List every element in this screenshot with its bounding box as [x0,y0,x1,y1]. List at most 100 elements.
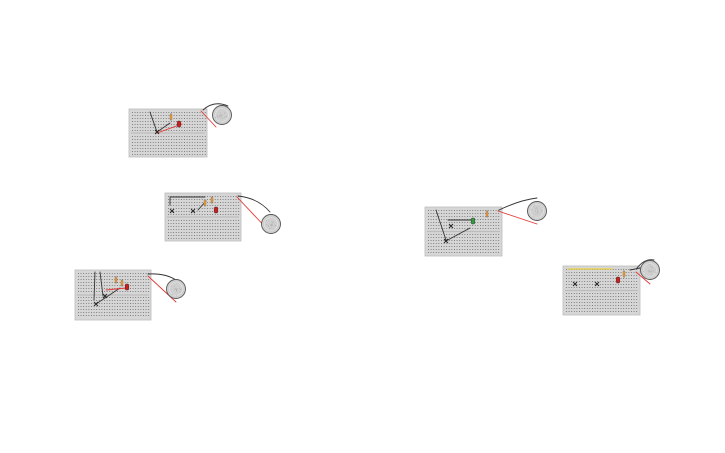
breadboard-hole [582,284,583,285]
breadboard-hole [610,305,611,306]
breadboard-hole [163,151,164,152]
breadboard-hole [168,142,169,143]
breadboard-hole [470,210,471,211]
wire-black[interactable] [148,274,176,280]
breadboard-hole [454,243,455,244]
breadboard-hole [454,216,455,217]
breadboard-hole [200,130,201,131]
breadboard-hole [161,124,162,125]
breadboard-hole [225,235,226,236]
breadboard-hole [143,303,144,304]
led-red[interactable] [177,121,181,127]
breadboard-hole [493,216,494,217]
breadboard-hole [220,196,221,197]
breadboard-hole [107,306,108,307]
battery-texture [269,228,270,229]
breadboard-hole [610,311,611,312]
led-red[interactable] [214,207,218,213]
breadboard-hole [212,223,213,224]
breadboard-hole [605,278,606,279]
breadboard-hole [104,273,105,274]
circuit-2[interactable] [165,193,281,241]
circuit-3[interactable] [75,270,186,320]
breadboard-hole [202,223,203,224]
breadboard-hole [485,252,486,253]
breadboard-hole [194,154,195,155]
coin-cell-battery[interactable] [213,106,232,125]
breadboard-hole [613,308,614,309]
breadboard-hole [101,279,102,280]
breadboard-hole [225,238,226,239]
circuit-4[interactable] [425,198,547,256]
breadboard-hole [587,272,588,273]
breadboard-hole [631,296,632,297]
breadboard-hole [197,232,198,233]
breadboard-hole [574,302,575,303]
circuit-5[interactable] [563,260,660,315]
led-red[interactable] [616,277,620,283]
breadboard[interactable] [165,193,241,241]
breadboard-hole [120,276,121,277]
breadboard-hole [628,299,629,300]
breadboard-hole [86,303,87,304]
breadboard-hole [137,142,138,143]
breadboard-hole [618,308,619,309]
breadboard-hole [135,145,136,146]
breadboard-hole [446,249,447,250]
breadboard-hole [600,311,601,312]
breadboard-hole [94,303,95,304]
breadboard[interactable] [129,109,207,157]
breadboard-hole [189,220,190,221]
breadboard-hole [566,293,567,294]
breadboard-hole [223,199,224,200]
breadboard-hole [204,226,205,227]
breadboard-hole [428,219,429,220]
breadboard[interactable] [75,270,151,320]
coin-cell-battery[interactable] [528,202,547,221]
breadboard-hole [496,219,497,220]
led-red[interactable] [125,284,129,290]
breadboard-hole [467,249,468,250]
breadboard-hole [163,142,164,143]
breadboard-hole [228,196,229,197]
breadboard-hole [587,275,588,276]
wire-black[interactable] [238,196,270,212]
breadboard-hole [628,272,629,273]
battery-texture [176,288,177,289]
coin-cell-battery[interactable] [167,280,186,299]
breadboard-hole [88,315,89,316]
breadboard-hole [192,112,193,113]
breadboard-hole [634,281,635,282]
breadboard-hole [236,223,237,224]
led-green[interactable] [471,218,475,224]
breadboard-hole [81,288,82,289]
breadboard[interactable] [563,266,640,315]
breadboard-hole [621,287,622,288]
breadboard-hole [187,124,188,125]
breadboard-hole [610,296,611,297]
breadboard-hole [148,148,149,149]
breadboard-hole [189,151,190,152]
coin-cell-battery[interactable] [262,215,281,234]
breadboard-hole [142,154,143,155]
breadboard-hole [236,202,237,203]
breadboard-hole [597,293,598,294]
breadboard-hole [584,284,585,285]
breadboard-hole [132,142,133,143]
breadboard-hole [595,311,596,312]
circuit-1[interactable] [129,104,232,157]
breadboard-hole [454,237,455,238]
breadboard-hole [566,287,567,288]
breadboard-hole [132,136,133,137]
coin-cell-battery[interactable] [641,261,660,280]
breadboard-hole [168,202,169,203]
breadboard-hole [498,225,499,226]
breadboard-hole [138,291,139,292]
breadboard-hole [125,312,126,313]
breadboard-hole [582,308,583,309]
breadboard-hole [168,235,169,236]
breadboard-hole [135,315,136,316]
breadboard-hole [133,273,134,274]
